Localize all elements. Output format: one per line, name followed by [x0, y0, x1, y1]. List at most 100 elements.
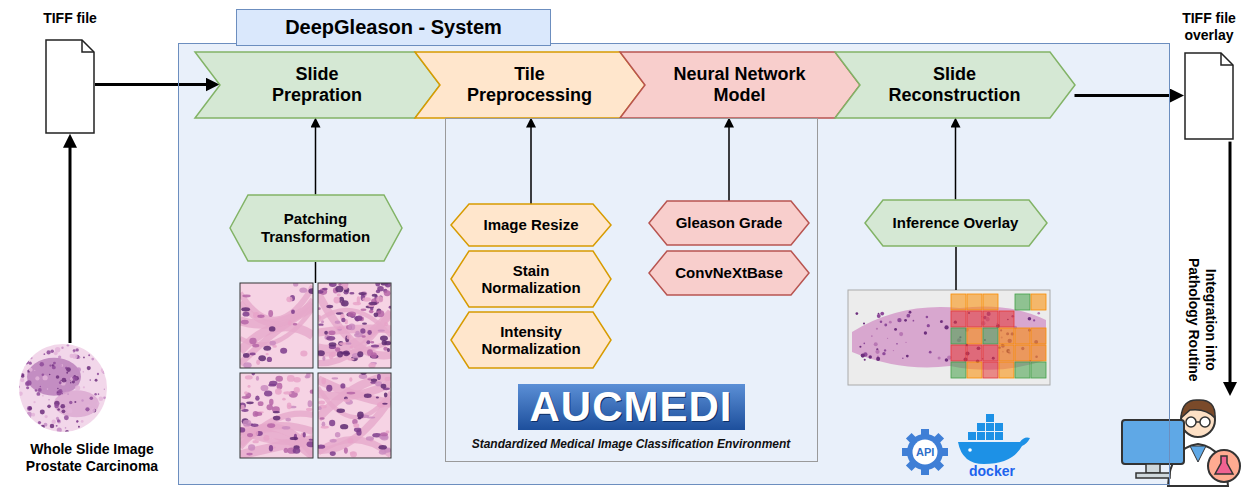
node-outline	[649, 201, 809, 245]
slide-image	[98, 393, 100, 395]
tile-images	[318, 373, 391, 457]
slide-image	[36, 392, 40, 396]
tile-images	[356, 429, 361, 436]
overlay-image	[951, 345, 966, 361]
tile-images	[275, 388, 282, 395]
overlay-image	[859, 346, 861, 348]
slide-image	[44, 432, 45, 433]
tile-images	[376, 290, 380, 294]
tile-images	[340, 351, 348, 353]
overlay-image	[861, 354, 865, 358]
overlay-image	[1015, 294, 1030, 310]
tile-images	[299, 288, 307, 293]
tile-images	[246, 453, 252, 456]
overlay-image	[884, 324, 887, 327]
docker-icon	[958, 414, 1030, 464]
overlay-image	[884, 349, 886, 351]
tile-images	[370, 341, 374, 344]
tile-images	[335, 432, 340, 438]
tile-images	[267, 357, 272, 362]
slide-image	[90, 429, 95, 433]
tile-images	[250, 352, 256, 355]
tile-images	[326, 305, 333, 308]
slide-image	[21, 364, 24, 367]
slide-image	[40, 362, 44, 366]
slide-image	[27, 412, 32, 417]
tile-images	[362, 323, 367, 325]
tile-images	[269, 326, 276, 331]
tile-images	[240, 283, 313, 368]
tile-images	[350, 346, 353, 348]
slide-image	[81, 420, 84, 423]
tile-images	[253, 440, 259, 443]
tile-images	[242, 295, 250, 298]
stage-chevron: Tile Preprocessing	[415, 52, 645, 118]
pathologist-icon	[1146, 464, 1160, 473]
slide-image	[66, 372, 68, 374]
slide-image	[75, 385, 80, 390]
tile-images	[258, 401, 264, 406]
tile-images	[288, 321, 292, 326]
slide-image	[42, 395, 44, 397]
overlay-image	[875, 350, 879, 354]
slide-image	[67, 344, 70, 347]
tile-images	[309, 439, 313, 441]
tile-images	[371, 344, 379, 347]
slide-image	[89, 405, 91, 407]
slide-image	[94, 393, 96, 395]
slide-image	[24, 422, 26, 424]
tile-images	[345, 342, 351, 345]
tile-images	[284, 448, 289, 453]
tile-images	[322, 356, 325, 361]
slide-image	[103, 396, 106, 399]
tile-images	[376, 396, 379, 398]
slide-image	[61, 346, 63, 348]
overlay-image	[871, 335, 873, 337]
docker-icon	[968, 448, 972, 452]
slide-image	[90, 396, 94, 400]
framework-subtitle: Standardized Medical Image Classificatio…	[452, 437, 811, 451]
flow-arrow	[530, 126, 532, 205]
overlay-image	[905, 342, 906, 343]
slide-image	[102, 412, 107, 417]
slide-image	[104, 389, 105, 390]
tile-images	[240, 427, 245, 432]
tile-images	[357, 351, 363, 357]
tile-images	[386, 431, 390, 434]
tile-images	[387, 348, 390, 352]
tile-images	[324, 331, 328, 335]
slide-image	[18, 392, 22, 396]
tile-images	[248, 444, 255, 450]
slide-image	[47, 345, 48, 346]
tile-images	[240, 373, 313, 458]
overlay-image	[848, 290, 1050, 385]
slide-image	[18, 364, 20, 366]
tile-images	[354, 316, 362, 321]
tile-images	[263, 435, 269, 441]
tile-images	[321, 378, 326, 385]
slide-image	[64, 415, 69, 420]
slide-image	[28, 406, 32, 410]
tile-images	[267, 423, 275, 428]
slide-image	[31, 413, 35, 417]
tile-images	[243, 312, 250, 317]
slide-image	[73, 376, 78, 381]
tile-images	[269, 341, 276, 346]
docker-icon	[977, 423, 985, 431]
tile-images	[318, 290, 324, 294]
tile-images	[372, 294, 378, 297]
text-holder: Intensity Normalization	[473, 323, 589, 358]
slide-image	[48, 399, 50, 401]
leader-line	[315, 262, 317, 283]
tile-images	[337, 293, 341, 296]
overlay-image	[967, 362, 982, 378]
overlay-image	[1015, 362, 1030, 378]
overlay-image	[967, 311, 982, 327]
tile-images	[347, 335, 351, 340]
slide-image	[39, 427, 41, 429]
slide-image	[54, 351, 58, 355]
tile-images	[293, 448, 301, 454]
slide-image	[37, 427, 40, 430]
step-hexagon: Patching Transformation	[230, 195, 402, 261]
